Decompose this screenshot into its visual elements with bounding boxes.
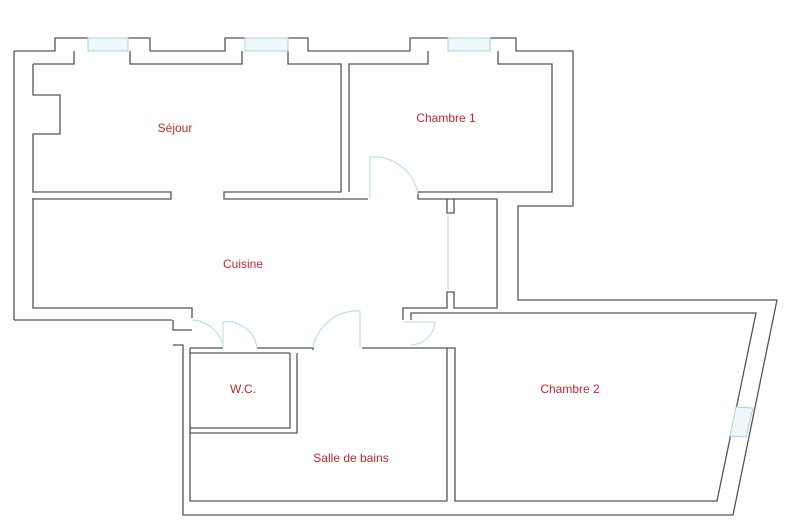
room-label-wc: W.C.: [230, 382, 256, 396]
room-label-sejour: Séjour: [157, 121, 193, 135]
room-label-chambre-2: Chambre 2: [540, 382, 600, 396]
outer-wall: [14, 37, 778, 516]
window: [244, 37, 289, 52]
window: [729, 406, 754, 438]
door: [369, 156, 419, 199]
sejour-wall: [32, 51, 368, 200]
room-label-chambre-1: Chambre 1: [416, 111, 476, 125]
room-label-salle-de-bains: Salle de bains: [313, 451, 389, 465]
window: [447, 37, 491, 52]
chambre1-wall: [348, 51, 553, 320]
chambre2-wall: [410, 312, 757, 502]
bath-wall: [189, 347, 447, 502]
door: [403, 321, 436, 346]
window: [87, 37, 129, 52]
cuisine-wall: [32, 199, 193, 331]
door: [191, 319, 258, 349]
room-label-cuisine: Cuisine: [222, 257, 264, 271]
door: [312, 310, 361, 349]
